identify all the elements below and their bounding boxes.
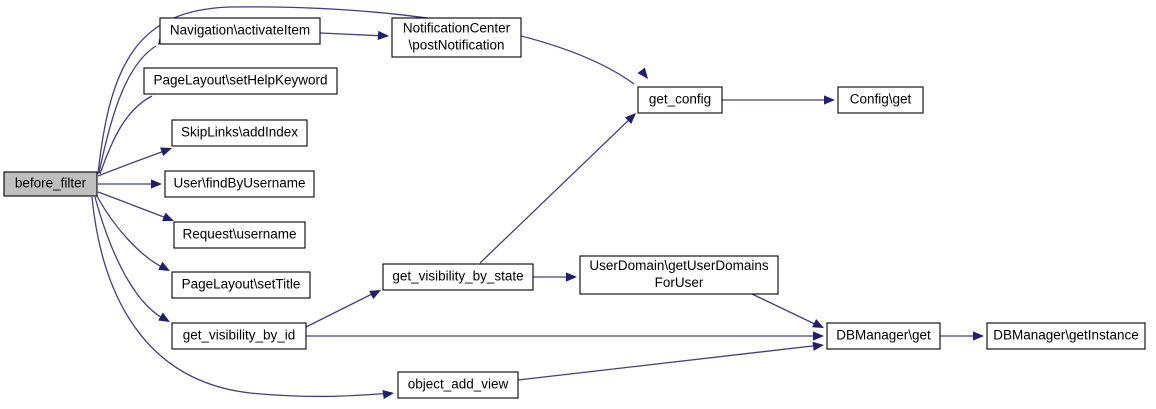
node-label: NotificationCenter bbox=[403, 21, 511, 36]
node-box[interactable] bbox=[171, 271, 311, 299]
edge-object_add_view-to-dbmanager_get bbox=[517, 344, 822, 381]
node-dbmanager_get[interactable]: DBManager\get bbox=[826, 322, 941, 350]
node-box[interactable] bbox=[986, 322, 1146, 350]
arrowhead-icon bbox=[151, 179, 162, 189]
node-user_findbyusername[interactable]: User\findByUsername bbox=[164, 170, 315, 198]
node-box[interactable] bbox=[173, 221, 306, 249]
node-before_filter[interactable]: before_filter bbox=[3, 171, 98, 197]
node-label: PageLayout\setHelpKeyword bbox=[153, 73, 327, 88]
node-label: ForUser bbox=[655, 275, 704, 290]
node-label: UserDomain\getUserDomains bbox=[589, 258, 769, 273]
edge-before_filter-to-skiplinks_addindex bbox=[97, 148, 171, 177]
edge-before_filter-to-get_config bbox=[97, 6, 635, 175]
arrowhead-icon bbox=[369, 290, 381, 300]
node-navigation_activateitem[interactable]: Navigation\activateItem bbox=[159, 17, 321, 45]
node-box[interactable] bbox=[143, 67, 338, 95]
arrowhead-icon bbox=[382, 389, 394, 400]
edge-before_filter-to-pagelayout_settitle bbox=[96, 195, 169, 271]
edge-get_visibility_by_state-to-get_config bbox=[479, 115, 634, 264]
node-label: object_add_view bbox=[408, 377, 509, 392]
node-label: SkipLinks\addIndex bbox=[181, 125, 298, 140]
arrowhead-icon bbox=[637, 67, 648, 79]
node-box[interactable] bbox=[391, 17, 522, 58]
node-object_add_view[interactable]: object_add_view bbox=[397, 371, 519, 399]
arrowhead-icon bbox=[824, 95, 835, 105]
node-label: PageLayout\setTitle bbox=[182, 277, 301, 292]
node-get_visibility_by_id[interactable]: get_visibility_by_id bbox=[171, 322, 307, 350]
edge-before_filter-to-navigation_activateitem bbox=[98, 45, 157, 174]
edge-navigation_activateitem-to-notificationcenter_postnotification bbox=[319, 32, 387, 37]
node-box[interactable] bbox=[397, 371, 519, 399]
arrowhead-icon bbox=[973, 331, 984, 341]
node-label: DBManager\get bbox=[836, 328, 931, 343]
node-label: Request\username bbox=[182, 227, 296, 242]
node-label: DBManager\getInstance bbox=[993, 328, 1139, 343]
node-label: \postNotification bbox=[408, 38, 504, 53]
node-skiplinks_addindex[interactable]: SkipLinks\addIndex bbox=[171, 119, 308, 147]
node-box[interactable] bbox=[837, 86, 924, 114]
node-pagelayout_settitle[interactable]: PageLayout\setTitle bbox=[171, 271, 311, 299]
node-label: Navigation\activateItem bbox=[170, 23, 310, 38]
arrowhead-icon bbox=[162, 212, 174, 222]
edge-userdomain_getuserdomainsforuser-to-dbmanager_get bbox=[751, 293, 822, 328]
node-get_visibility_by_state[interactable]: get_visibility_by_state bbox=[382, 263, 534, 291]
edge-get_visibility_by_id-to-get_visibility_by_state bbox=[305, 290, 379, 328]
node-box[interactable] bbox=[171, 322, 307, 350]
node-box[interactable] bbox=[637, 86, 723, 114]
node-box[interactable] bbox=[3, 171, 98, 197]
node-box[interactable] bbox=[382, 263, 534, 291]
arrowhead-icon bbox=[812, 319, 824, 328]
node-notificationcenter_postnotification[interactable]: NotificationCenter \postNotification bbox=[391, 17, 522, 58]
arrowheads-layer bbox=[151, 30, 984, 400]
arrowhead-icon bbox=[812, 341, 824, 351]
arrowhead-icon bbox=[624, 113, 636, 124]
node-label: User\findByUsername bbox=[173, 176, 305, 191]
node-request_username[interactable]: Request\username bbox=[173, 221, 306, 249]
node-box[interactable] bbox=[159, 17, 321, 45]
node-label: get_config bbox=[649, 92, 711, 107]
edges-layer bbox=[91, 6, 981, 398]
node-box[interactable] bbox=[171, 119, 308, 147]
arrowhead-icon bbox=[158, 261, 170, 271]
arrowhead-icon bbox=[813, 331, 824, 341]
arrowhead-icon bbox=[158, 312, 170, 322]
arrowhead-icon bbox=[160, 147, 172, 157]
node-dbmanager_getinstance[interactable]: DBManager\getInstance bbox=[986, 322, 1146, 350]
node-box[interactable] bbox=[164, 170, 315, 198]
node-label: Config\get bbox=[850, 92, 912, 107]
edge-before_filter-to-get_visibility_by_id bbox=[94, 196, 169, 322]
node-label: before_filter bbox=[15, 176, 87, 191]
node-pagelayout_sethelpkeyword[interactable]: PageLayout\setHelpKeyword bbox=[143, 67, 338, 95]
arrowhead-icon bbox=[377, 30, 389, 41]
arrowhead-icon bbox=[566, 272, 577, 282]
edge-before_filter-to-pagelayout_sethelpkeyword bbox=[99, 95, 153, 175]
node-label: get_visibility_by_state bbox=[392, 269, 523, 284]
nodes-layer: before_filter Navigation\activateItem Noti… bbox=[3, 17, 1146, 399]
node-box[interactable] bbox=[826, 322, 941, 350]
node-box[interactable] bbox=[579, 255, 779, 295]
node-config_get[interactable]: Config\get bbox=[837, 86, 924, 114]
edge-before_filter-to-object_add_view bbox=[91, 196, 393, 398]
node-get_config[interactable]: get_config bbox=[637, 86, 723, 114]
node-label: get_visibility_by_id bbox=[183, 328, 296, 343]
